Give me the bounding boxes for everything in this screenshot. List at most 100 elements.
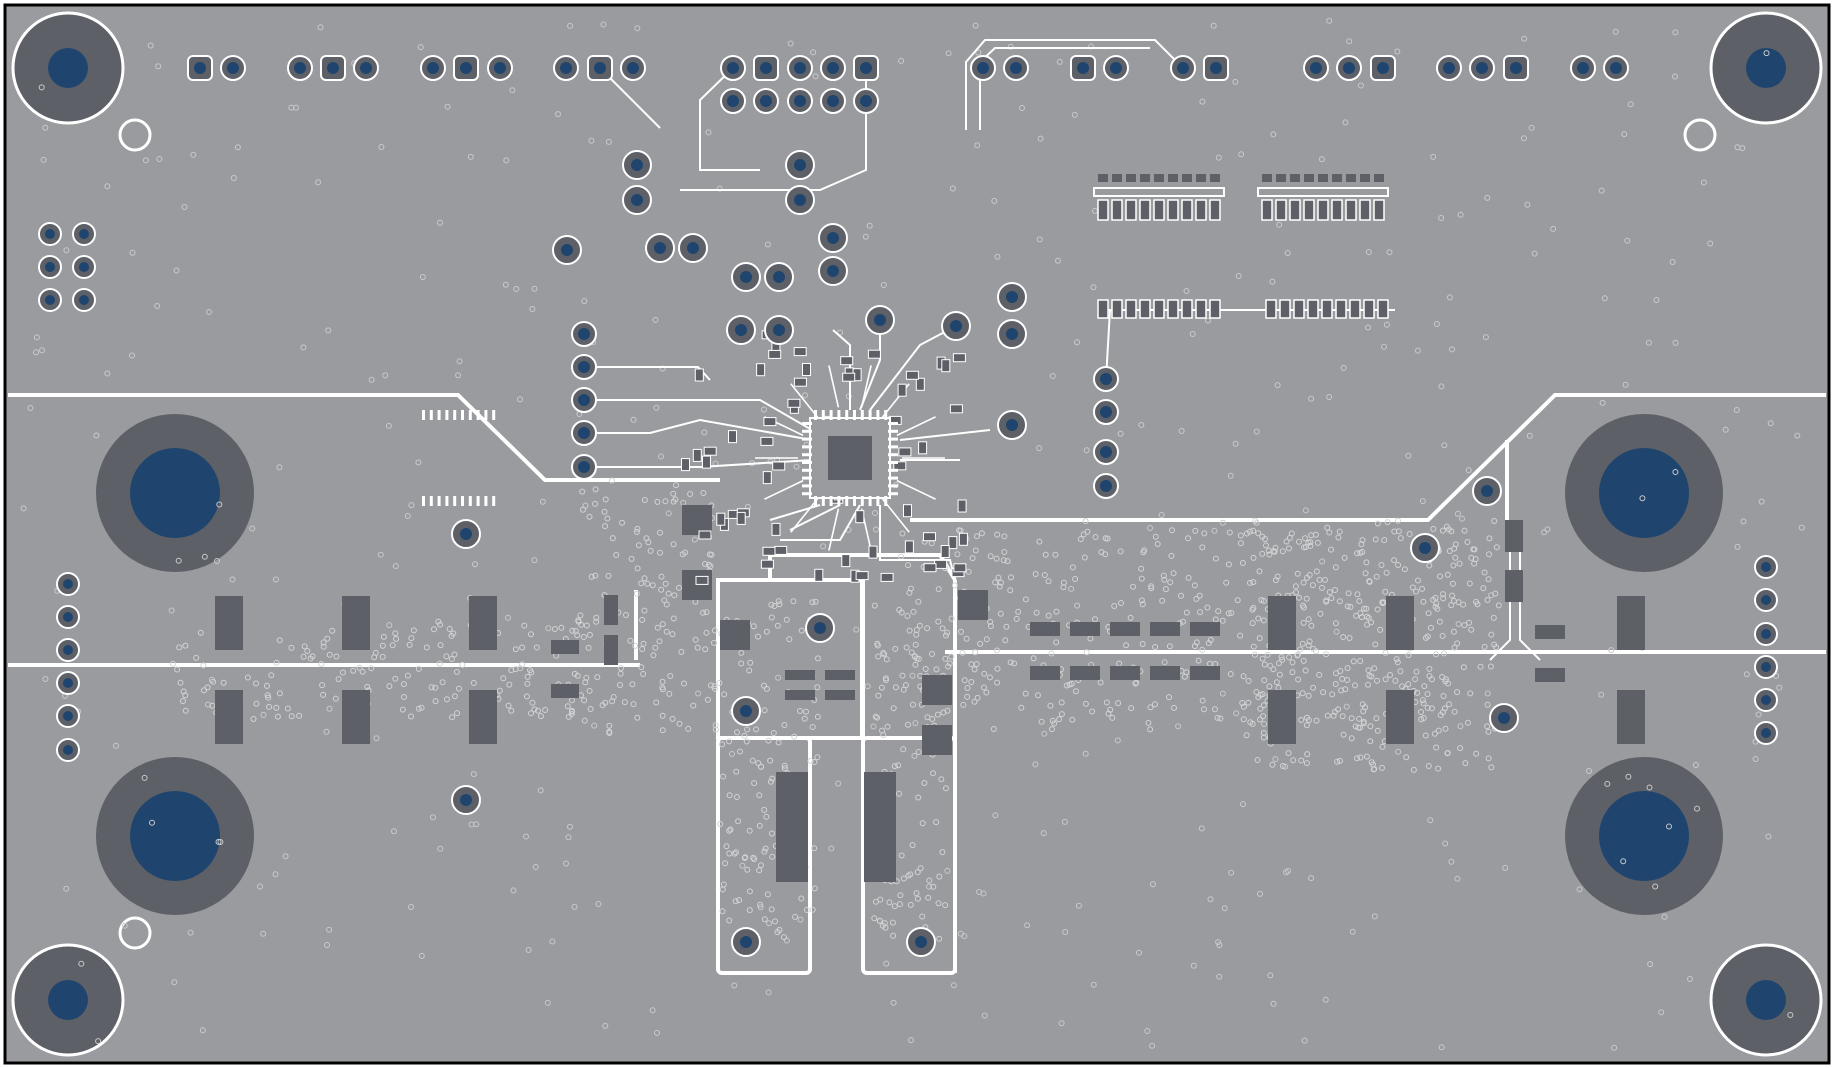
via-icon bbox=[1440, 591, 1446, 598]
via-icon bbox=[1103, 699, 1110, 706]
via-icon bbox=[811, 885, 818, 892]
via-icon bbox=[1152, 644, 1159, 650]
drill-icon bbox=[727, 62, 739, 74]
via-icon bbox=[871, 915, 878, 922]
via-icon bbox=[641, 607, 648, 614]
via-icon bbox=[582, 502, 589, 509]
via-icon bbox=[276, 464, 283, 471]
via-icon bbox=[973, 661, 980, 668]
qfn-pin bbox=[884, 496, 888, 506]
via-icon bbox=[1265, 547, 1272, 554]
via-icon bbox=[1365, 249, 1372, 256]
via-icon bbox=[1138, 565, 1145, 572]
via-icon bbox=[171, 979, 178, 986]
via-icon bbox=[633, 528, 640, 535]
qfn-pin bbox=[484, 496, 488, 506]
via-icon bbox=[1219, 617, 1226, 624]
via-icon bbox=[601, 508, 608, 515]
via-icon bbox=[900, 875, 907, 882]
via-icon bbox=[1145, 719, 1152, 726]
via-icon bbox=[1438, 1044, 1445, 1051]
via-icon bbox=[944, 707, 951, 714]
via-icon bbox=[1439, 632, 1446, 639]
via-icon bbox=[654, 498, 661, 505]
via-icon bbox=[273, 704, 280, 711]
fpc-pin bbox=[1195, 299, 1207, 319]
via-icon bbox=[569, 707, 575, 714]
via-icon bbox=[1310, 645, 1317, 652]
via-icon bbox=[249, 525, 256, 532]
via-icon bbox=[1734, 543, 1741, 550]
via-icon bbox=[1022, 690, 1029, 697]
via-icon bbox=[1332, 587, 1338, 593]
via-icon bbox=[154, 303, 161, 309]
via-icon bbox=[359, 668, 366, 675]
pad-icon bbox=[855, 571, 869, 581]
via-icon bbox=[881, 651, 888, 658]
via-icon bbox=[1132, 680, 1139, 687]
via-icon bbox=[1335, 534, 1342, 541]
pad-icon bbox=[551, 640, 579, 654]
drill-icon bbox=[194, 62, 206, 74]
via-icon bbox=[1308, 532, 1315, 539]
via-icon bbox=[1495, 602, 1502, 609]
via-icon bbox=[1253, 519, 1260, 526]
via-icon bbox=[579, 488, 586, 495]
via-icon bbox=[635, 542, 642, 549]
via-icon bbox=[1707, 240, 1714, 247]
via-icon bbox=[1322, 996, 1329, 1003]
via-icon bbox=[260, 711, 267, 718]
via-icon bbox=[634, 714, 641, 721]
via-icon bbox=[1278, 654, 1285, 661]
via-icon bbox=[707, 682, 714, 689]
side-connector-pins bbox=[56, 321, 1778, 762]
via-icon bbox=[630, 416, 637, 423]
via-icon bbox=[1303, 722, 1310, 729]
via-icon bbox=[1207, 896, 1214, 903]
pad-icon bbox=[958, 590, 988, 620]
via-icon bbox=[448, 656, 455, 662]
via-icon bbox=[1485, 576, 1492, 583]
via-icon bbox=[890, 999, 897, 1006]
via-icon bbox=[1468, 626, 1475, 633]
fpc-pin bbox=[1307, 299, 1319, 319]
via-icon bbox=[705, 561, 712, 568]
via-icon bbox=[658, 573, 665, 580]
via-icon bbox=[681, 680, 687, 687]
via-icon bbox=[1485, 755, 1492, 762]
pad-icon bbox=[1386, 596, 1414, 650]
via-icon bbox=[432, 684, 439, 691]
via-icon bbox=[408, 713, 414, 720]
via-icon bbox=[326, 926, 333, 933]
pad-icon bbox=[923, 563, 937, 573]
via-icon bbox=[1484, 597, 1491, 603]
via-icon bbox=[1175, 723, 1182, 730]
via-icon bbox=[717, 821, 724, 827]
via-icon bbox=[712, 726, 719, 733]
via-icon bbox=[900, 746, 907, 753]
via-icon bbox=[1058, 711, 1065, 718]
via-icon bbox=[1426, 665, 1433, 672]
via-icon bbox=[1072, 576, 1079, 582]
pad-icon bbox=[904, 540, 914, 554]
via-icon bbox=[658, 453, 664, 460]
via-icon bbox=[1357, 754, 1364, 761]
via-icon bbox=[665, 590, 672, 597]
via-icon bbox=[542, 707, 549, 713]
mounting-holes bbox=[11, 11, 1823, 1057]
via-icon bbox=[586, 631, 593, 638]
qfn-pin bbox=[860, 496, 864, 506]
via-icon bbox=[643, 535, 650, 542]
via-icon bbox=[801, 715, 808, 722]
qfn-pin bbox=[845, 496, 849, 506]
fpc-pin bbox=[1168, 174, 1178, 182]
qfn-pin bbox=[876, 496, 880, 506]
via-icon bbox=[1279, 548, 1286, 555]
via-icon bbox=[942, 655, 949, 662]
via-icon bbox=[1302, 535, 1308, 542]
via-icon bbox=[992, 579, 999, 586]
power-terminal-icon bbox=[1565, 757, 1723, 915]
via-icon bbox=[1433, 744, 1440, 751]
drill-icon bbox=[631, 159, 643, 171]
via-icon bbox=[1279, 763, 1286, 769]
